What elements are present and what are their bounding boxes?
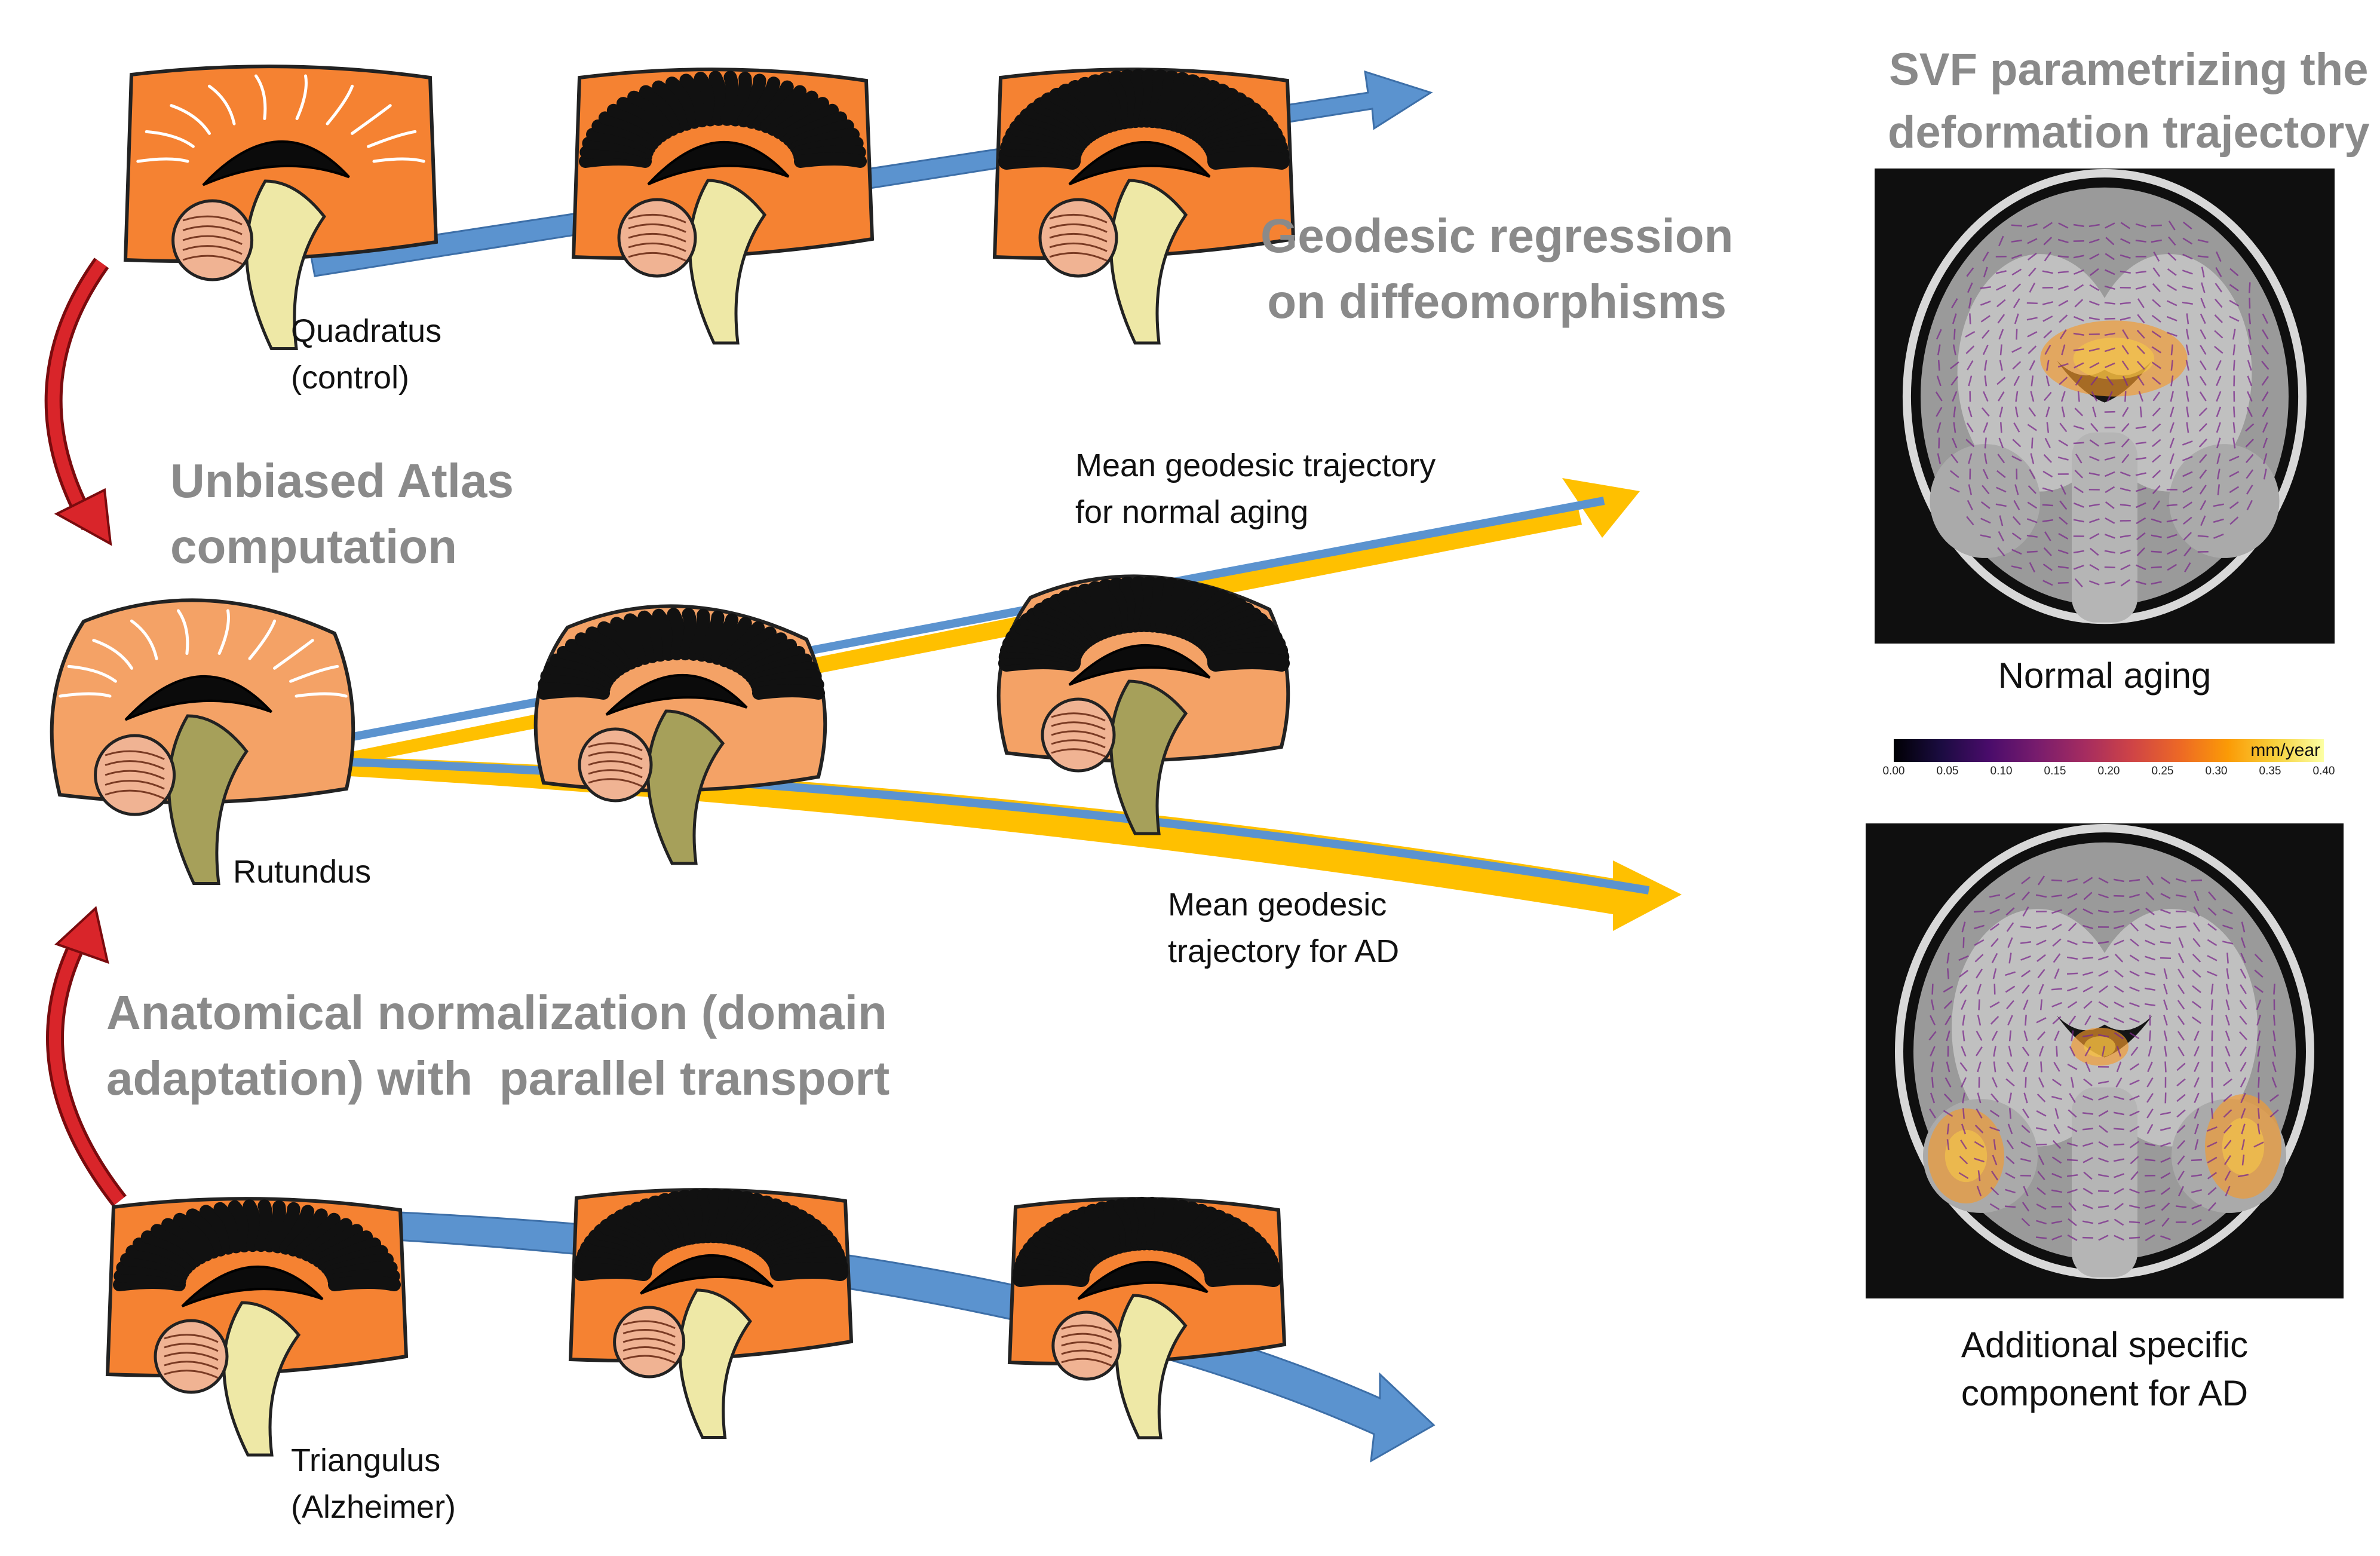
svf-title: SVF parametrizing the deformation trajec… [1888,39,2370,164]
control-brain-3 [995,69,1293,343]
mri-normal-aging-slice [1875,169,2335,644]
colorbar-tick-label: 0.15 [2044,765,2066,778]
ad-trajectory-label: Mean geodesic trajectory for AD [1168,881,1399,975]
colorbar-unit-label: mm/year [2250,739,2320,762]
control-subject-label: Quadratus (control) [291,308,441,402]
alzheimer-subject-label: Triangulus (Alzheimer) [291,1437,456,1531]
control-brain-2 [573,69,872,343]
unbiased-atlas-heading: Unbiased Atlas computation [170,448,514,580]
colorbar-tick-label: 0.25 [2152,765,2174,778]
mri-ad-component-slice [1866,823,2344,1298]
normal-trajectory-label: Mean geodesic trajectory for normal agin… [1075,442,1436,536]
colorbar-tick-label: 0.30 [2206,765,2228,778]
normal-aging-caption: Normal aging [1875,651,2335,700]
mri-normal-aging-image [1875,169,2335,644]
colorbar-tick-label: 0.20 [2098,765,2120,778]
colorbar-tick-label: 0.40 [2313,765,2335,778]
ad-arrowhead-yellow [1613,860,1682,931]
atlas-brain-1 [52,600,354,883]
ad-trajectory-band [251,754,1613,914]
alzheimer-brain-2 [571,1190,851,1437]
control-brain-1 [125,66,436,348]
alzheimer-brain-1 [108,1199,406,1455]
anatomical-normalization-heading: Anatomical normalization (domain adaptat… [106,980,890,1112]
brain-sketches [52,66,1293,1455]
atlas-brain-2 [536,606,826,863]
alzheimer-brain-3 [1010,1199,1284,1438]
colorbar: mm/year [1894,739,2324,762]
colorbar-tick-label: 0.00 [1883,765,1905,778]
mri-ad-component-image [1866,823,2344,1298]
atlas-subject-label: Rutundus [233,849,371,895]
colorbar-tick-label: 0.05 [1937,765,1959,778]
ad-component-caption: Additional specific component for AD [1866,1321,2344,1417]
geodesic-regression-heading: Geodesic regression on diffeomorphisms [1260,203,1733,335]
colorbar-tick-label: 0.10 [1991,765,2013,778]
colorbar-tick-label: 0.35 [2259,765,2281,778]
atlas-brain-3 [999,576,1289,834]
